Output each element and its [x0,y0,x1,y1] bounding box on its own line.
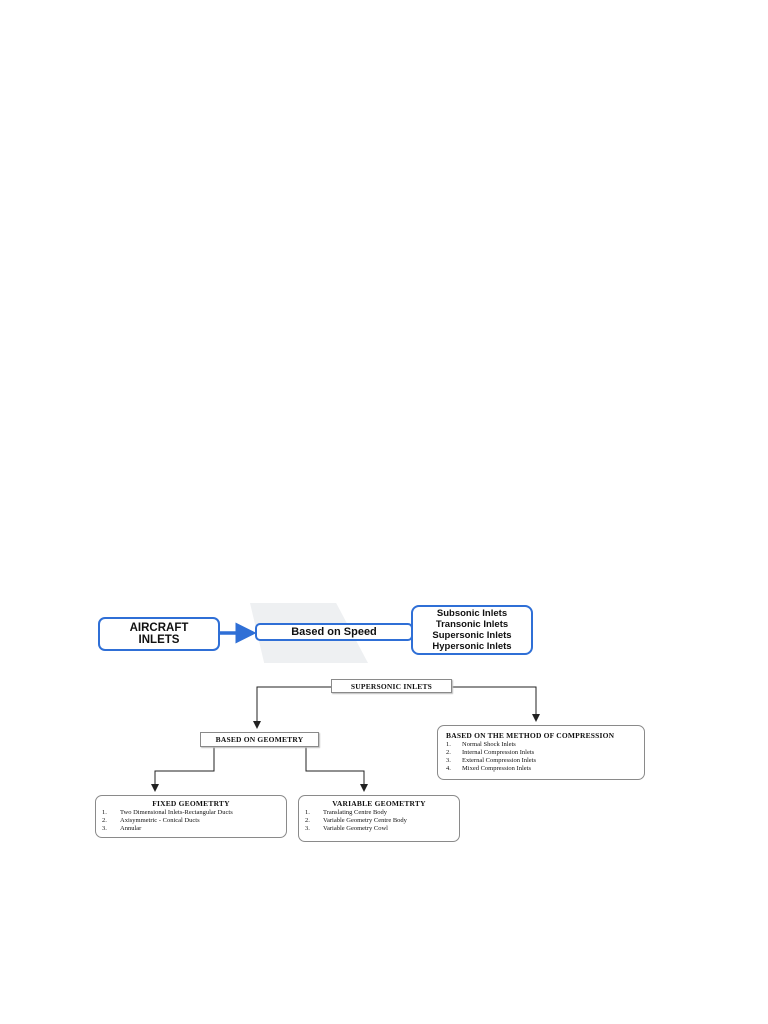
speed-types-box: Subsonic Inlets Transonic Inlets Superso… [411,605,533,655]
list-item-text: Two Dimensional Inlets-Rectangular Ducts [120,809,233,816]
speed-type-supersonic: Supersonic Inlets [432,630,512,641]
list-item: 1. Translating Centre Body [305,809,453,817]
list-item: 2. Internal Compression Inlets [446,749,636,757]
list-item: 2. Axisymmetric - Conical Ducts [102,817,280,825]
list-item-number: 1. [446,741,451,748]
connector-geometry-to-fixed [151,747,215,792]
list-item-text: Normal Shock Inlets [462,741,516,748]
aircraft-inlets-box: AIRCRAFT INLETS [98,617,220,651]
list-item-text: Annular [120,825,142,832]
based-on-geometry-label: BASED ON GEOMETRY [215,735,304,744]
compression-method-list: 1. Normal Shock Inlets 2. Internal Compres… [446,741,636,773]
variable-geometry-heading: VARIABLE GEOMETRTY [332,799,426,808]
compression-method-box: BASED ON THE METHOD OF COMPRESSION 1. Nor… [437,725,645,780]
list-item-number: 2. [102,817,107,824]
supersonic-inlets-label: SUPERSONIC INLETS [350,681,433,691]
based-on-speed-label: Based on Speed [291,626,377,638]
list-item-number: 3. [102,825,107,832]
based-on-geometry-box: BASED ON GEOMETRY [200,732,319,747]
speed-type-subsonic: Subsonic Inlets [436,608,508,619]
compression-method-heading: BASED ON THE METHOD OF COMPRESSION [446,731,615,740]
connector-geometry-to-variable [305,747,368,792]
aircraft-inlets-line-2: INLETS [138,634,180,646]
list-item: 1. Two Dimensional Inlets-Rectangular Duc… [102,809,280,817]
list-item-number: 3. [446,757,451,764]
list-item: 1. Normal Shock Inlets [446,741,636,749]
list-item-text: Mixed Compression Inlets [462,765,531,772]
list-item-number: 2. [305,817,310,824]
variable-geometry-list: 1. Translating Centre Body 2. Variable Geo… [305,809,453,833]
list-item: 3. External Compression Inlets [446,757,636,765]
list-item: 3. Variable Geometry Cowl [305,825,453,833]
aircraft-inlets-line-1: AIRCRAFT [129,622,189,634]
speed-type-transonic: Transonic Inlets [435,619,509,630]
list-item-text: Internal Compression Inlets [462,749,535,756]
supersonic-inlets-box: SUPERSONIC INLETS [331,679,452,693]
connector-supersonic-to-compression [452,686,540,722]
connector-supersonic-to-geometry [253,686,331,729]
list-item-text: Variable Geometry Centre Body [323,817,407,824]
variable-geometry-box: VARIABLE GEOMETRTY 1. Translating Centre … [298,795,460,842]
speed-type-hypersonic: Hypersonic Inlets [432,641,512,652]
fixed-geometry-heading: FIXED GEOMETRTY [152,799,230,808]
list-item-text: External Compression Inlets [462,757,537,764]
list-item-number: 1. [102,809,107,816]
list-item-text: Axisymmetric - Conical Ducts [120,817,200,824]
list-item: 4. Mixed Compression Inlets [446,765,636,773]
fixed-geometry-list: 1. Two Dimensional Inlets-Rectangular Duc… [102,809,280,833]
list-item-number: 3. [305,825,310,832]
list-item-text: Translating Centre Body [323,809,388,816]
list-item-text: Variable Geometry Cowl [323,825,388,832]
fixed-geometry-box: FIXED GEOMETRTY 1. Two Dimensional Inlets… [95,795,287,838]
list-item-number: 2. [446,749,451,756]
list-item: 3. Annular [102,825,280,833]
list-item-number: 4. [446,765,451,772]
list-item-number: 1. [305,809,310,816]
list-item: 2. Variable Geometry Centre Body [305,817,453,825]
based-on-speed-box: Based on Speed [255,623,413,641]
